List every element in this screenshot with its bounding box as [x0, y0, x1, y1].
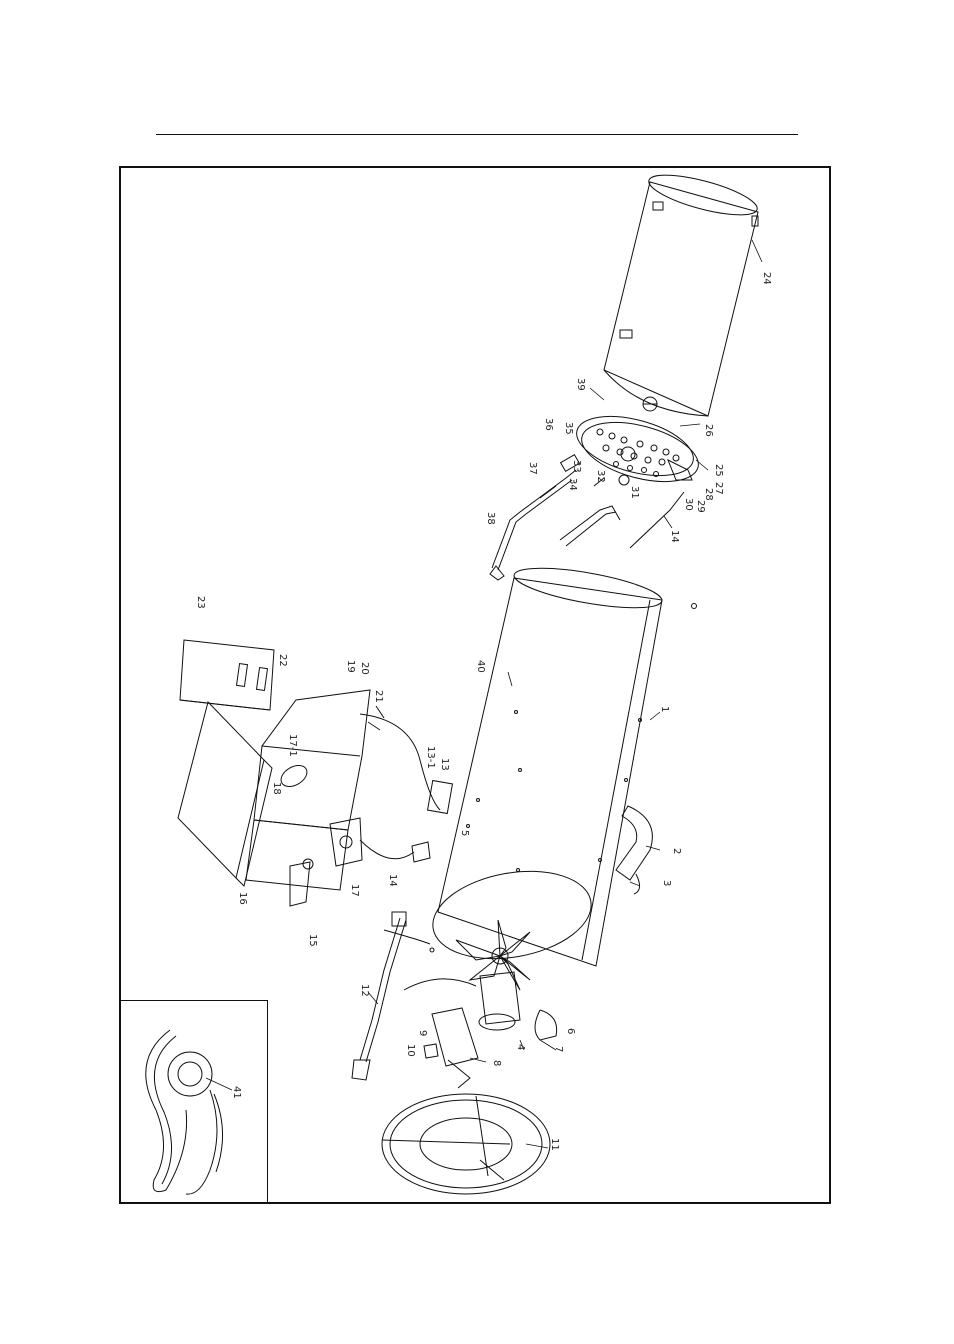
part-label-15: 15: [307, 934, 318, 947]
part-label-24: 24: [761, 272, 772, 285]
part-label-17: 17: [349, 884, 360, 897]
control-box-parts: [178, 640, 452, 906]
part-label-14-bottom: 14: [387, 874, 398, 887]
part-label-13-1: 13-1: [425, 746, 436, 769]
part-label-21: 21: [373, 690, 384, 703]
part-label-6: 6: [565, 1028, 576, 1034]
part-label-26: 26: [703, 424, 714, 437]
part-label-12: 12: [359, 984, 370, 997]
part-label-38: 38: [485, 512, 496, 525]
part-label-23: 23: [195, 596, 206, 609]
part-label-11: 11: [549, 1138, 560, 1151]
part-label-2: 2: [671, 848, 682, 854]
part-label-29: 29: [695, 500, 706, 513]
fan-motor-assembly: [352, 912, 557, 1088]
fuel-pipe-parts: [490, 455, 684, 580]
part-label-35: 35: [563, 422, 574, 435]
part-label-33: 33: [571, 460, 582, 473]
part-label-19: 19: [345, 660, 356, 673]
burner-plate-part: [570, 405, 704, 492]
part-label-13: 13: [439, 758, 450, 771]
part-label-28: 28: [703, 488, 714, 501]
part-label-36: 36: [543, 418, 554, 431]
part-label-32: 32: [595, 470, 606, 483]
part-label-31: 31: [629, 486, 640, 499]
part-label-14-top: 14: [669, 530, 680, 543]
handle-part: [616, 806, 652, 894]
part-label-3: 3: [661, 880, 672, 886]
part-label-39: 39: [575, 378, 586, 391]
part-label-5: 5: [459, 830, 470, 836]
part-label-9: 9: [417, 1030, 428, 1036]
part-label-41: 41: [231, 1086, 242, 1099]
main-cylinder-body: [426, 560, 697, 970]
part-label-4: 4: [515, 1044, 526, 1050]
part-label-10: 10: [405, 1044, 416, 1057]
part-label-18: 18: [271, 782, 282, 795]
rear-cylinder-part: [604, 167, 761, 416]
part-label-7: 7: [553, 1046, 564, 1052]
part-label-16: 16: [237, 892, 248, 905]
part-label-34: 34: [567, 478, 578, 491]
part-label-8: 8: [491, 1060, 502, 1066]
part-label-40: 40: [475, 660, 486, 673]
part-label-22: 22: [277, 654, 288, 667]
part-label-20: 20: [359, 662, 370, 675]
hose-regulator-part: [146, 1030, 223, 1194]
part-label-37: 37: [527, 462, 538, 475]
part-label-25: 25: [713, 464, 724, 477]
burner-ring-part: [382, 1094, 550, 1194]
part-label-1: 1: [659, 706, 670, 712]
part-label-17-1: 17-1: [287, 734, 298, 757]
part-label-30: 30: [683, 498, 694, 511]
